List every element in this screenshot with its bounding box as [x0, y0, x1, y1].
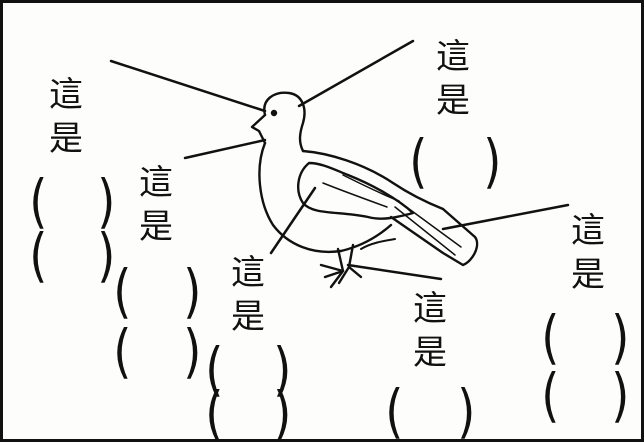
label-this: 這: [49, 75, 83, 115]
answer-blank-1b-close[interactable]: ): [97, 221, 116, 289]
pigeon-perch: [360, 238, 396, 250]
label-group-wing: 這 是: [223, 251, 273, 339]
label-group-beak: 這 是: [131, 161, 181, 249]
answer-blank-3-open[interactable]: (: [205, 335, 224, 403]
answer-blank-1-close[interactable]: ): [97, 167, 116, 235]
answer-blank-6-close[interactable]: ): [611, 303, 630, 371]
leader-line-top-left: [109, 59, 267, 113]
label-group-tail: 這 是: [563, 209, 613, 297]
leader-line-beak: [183, 138, 267, 160]
answer-blank-6-open[interactable]: (: [541, 303, 560, 371]
answer-blank-3-close[interactable]: ): [273, 335, 292, 403]
label-group-top-right: 這 是: [428, 35, 478, 123]
answer-blank-2-open[interactable]: (: [113, 257, 132, 325]
label-is: 是: [413, 333, 447, 373]
label-this: 這: [571, 211, 605, 251]
pigeon-body: [250, 91, 479, 289]
pigeon-tail: [389, 207, 479, 267]
answer-blank-5-close[interactable]: ): [457, 377, 476, 445]
answer-blank-2b-open[interactable]: (: [113, 317, 132, 385]
answer-blank-6b-close[interactable]: ): [611, 361, 630, 429]
label-is: 是: [571, 255, 605, 295]
label-is: 是: [436, 81, 470, 121]
answer-blank-5-open[interactable]: (: [385, 377, 404, 445]
answer-blank-6b-open[interactable]: (: [541, 361, 560, 429]
label-this: 這: [436, 37, 470, 77]
label-group-top-left: 這 是: [41, 73, 91, 161]
label-this: 這: [139, 163, 173, 203]
pigeon-drawing: [109, 39, 570, 289]
leader-line-top-right: [297, 39, 415, 108]
answer-blank-3b-close[interactable]: ): [273, 379, 292, 447]
pigeon-beak: [250, 113, 267, 145]
answer-blank-3b-open[interactable]: (: [205, 379, 224, 447]
pigeon-back: [301, 149, 445, 211]
label-group-feet: 這 是: [405, 287, 455, 375]
pigeon-wing: [297, 161, 415, 220]
answer-blank-4-close[interactable]: ): [483, 127, 502, 195]
label-is: 是: [49, 119, 83, 159]
answer-blank-1b-open[interactable]: (: [29, 221, 48, 289]
leader-line-feet: [346, 263, 443, 281]
answer-blank-4-open[interactable]: (: [409, 127, 428, 195]
leader-line-wing: [269, 186, 317, 255]
answer-blank-2b-close[interactable]: ): [183, 317, 202, 385]
label-is: 是: [231, 297, 265, 337]
answer-blank-2-close[interactable]: ): [183, 257, 202, 325]
pigeon-head: [263, 91, 306, 153]
answer-blank-1-open[interactable]: (: [29, 167, 48, 235]
label-this: 這: [231, 253, 265, 293]
label-is: 是: [139, 207, 173, 247]
pigeon-leg: [336, 243, 355, 273]
pigeon-feet: [319, 263, 363, 289]
leader-line-tail: [441, 203, 570, 231]
pigeon-eye: [270, 109, 278, 117]
label-this: 這: [413, 289, 447, 329]
pigeon-breast: [258, 141, 343, 254]
